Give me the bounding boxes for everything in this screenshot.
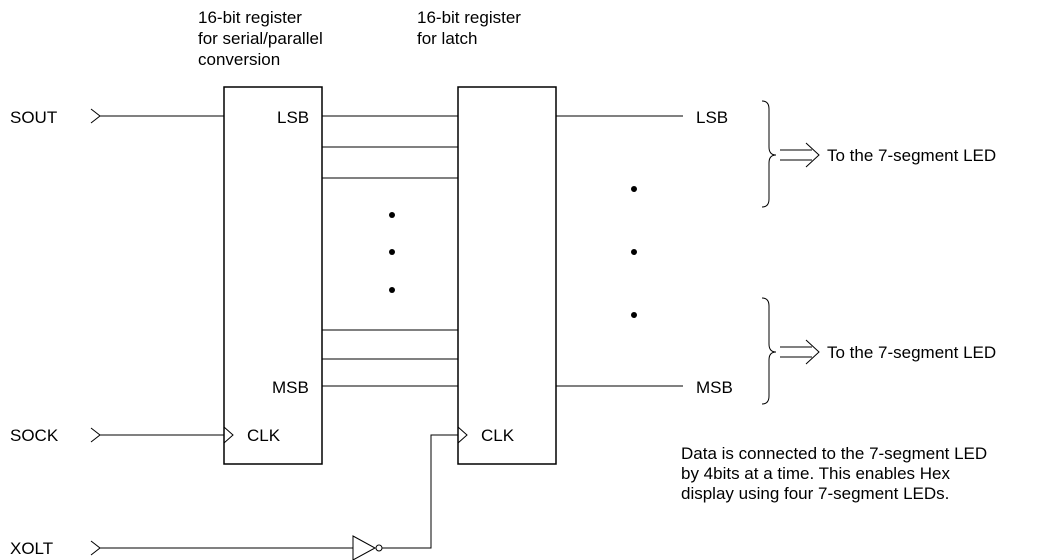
- register1-title-line-3: conversion: [198, 50, 280, 69]
- register1-box: [223, 86, 323, 465]
- register1-lsb-label: LSB: [277, 108, 309, 127]
- register2-clock-triangle: [457, 426, 468, 444]
- register1-clk-label: CLK: [247, 426, 281, 445]
- lower-led-label: To the 7-segment LED: [827, 343, 996, 362]
- bus-ellipsis-dot-3: [389, 287, 395, 293]
- register2-title-line-1: 16-bit register: [417, 8, 521, 27]
- note-line-3: display using four 7-segment LEDs.: [681, 484, 949, 503]
- output-ellipsis-dot-3: [631, 312, 637, 318]
- inverter-to-latch-clock-wire: [382, 434, 458, 549]
- register1-msb-label: MSB: [272, 378, 309, 397]
- inverter-bubble: [375, 544, 383, 552]
- output-ellipsis-dot-2: [631, 249, 637, 255]
- upper-brace: [761, 100, 777, 208]
- register1-title-line-2: for serial/parallel: [198, 29, 323, 48]
- register2-box: [457, 86, 557, 465]
- xolt-input-chevron: [90, 540, 101, 556]
- upper-led-label: To the 7-segment LED: [827, 146, 996, 165]
- sout-input-chevron: [90, 108, 101, 124]
- register2-clk-label: CLK: [481, 426, 515, 445]
- output-msb-label: MSB: [696, 378, 733, 397]
- lower-brace: [761, 297, 777, 405]
- sock-input-chevron: [90, 427, 101, 443]
- inverter-gate: [352, 535, 377, 560]
- output-ellipsis-dot-1: [631, 186, 637, 192]
- sout-label: SOUT: [10, 108, 57, 127]
- register1-clock-triangle: [223, 426, 234, 444]
- register1-title-line-1: 16-bit register: [198, 8, 302, 27]
- bus-ellipsis-dot-2: [389, 249, 395, 255]
- bus-ellipsis-dot-1: [389, 212, 395, 218]
- xolt-label: XOLT: [10, 539, 53, 558]
- output-lsb-label: LSB: [696, 108, 728, 127]
- lower-double-arrow-icon: [780, 339, 820, 365]
- sock-label: SOCK: [10, 426, 59, 445]
- note-line-2: by 4bits at a time. This enables Hex: [681, 464, 950, 483]
- note-line-1: Data is connected to the 7-segment LED: [681, 444, 987, 463]
- upper-double-arrow-icon: [780, 142, 820, 168]
- register2-title-line-2: for latch: [417, 29, 477, 48]
